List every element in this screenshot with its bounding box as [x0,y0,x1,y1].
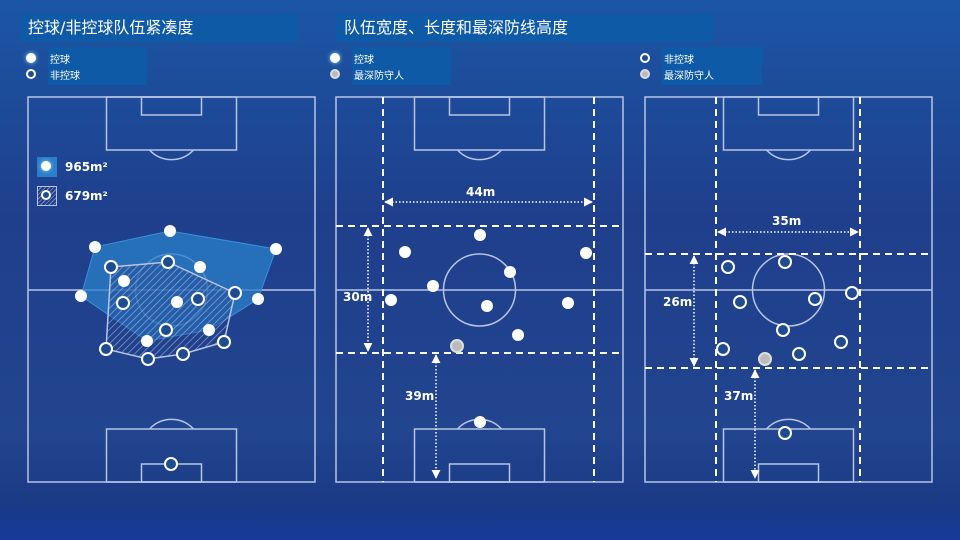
team-length-label: 26m [663,295,693,309]
legend-label: 最深防守人 [664,70,714,82]
non-possession-player-marker [159,323,173,337]
possession-player-marker [474,416,486,428]
panel1-title: 控球/非控球队伍紧凑度 [20,14,298,42]
non-possession-player-marker [116,296,130,310]
team-width-label: 44m [466,185,496,199]
non-possession-player-marker [217,335,231,349]
possession-dot-icon [41,161,51,171]
possession-dot-icon [26,53,36,63]
non-possession-dot-icon [41,190,51,200]
possession-player-marker [252,293,264,305]
legend-label: 非控球 [664,54,694,66]
possession-player-marker [270,243,282,255]
non-possession-player-marker [778,426,792,440]
non-possession-area: 679m² [65,189,108,203]
top-goal-box [448,96,511,116]
possession-player-marker [427,280,439,292]
top-goal-box [757,96,820,116]
non-possession-player-marker [164,457,178,471]
top-penalty-arc [765,149,812,161]
team-width-label: 35m [772,214,802,228]
possession-player-marker [562,297,574,309]
panel1-legend: 控球 非控球 [26,47,147,85]
non-possession-player-marker [228,286,242,300]
non-possession-player-marker [176,347,190,361]
area-legend-non-possession [37,186,57,206]
possession-player-marker [141,335,153,347]
possession-player-marker [474,229,486,241]
possession-player-marker [171,296,183,308]
top-goal-box [140,96,203,116]
possession-player-marker [512,329,524,341]
bottom-penalty-box [105,428,238,483]
deepest-defender-dot-icon [640,69,650,79]
possession-player-marker [89,241,101,253]
possession-player-marker [385,294,397,306]
deepest-defender-dot-icon [330,69,340,79]
non-possession-player-marker [792,347,806,361]
panel2-title: 队伍宽度、长度和最深防线高度 [336,14,713,42]
non-possession-player-marker [161,255,175,269]
deepest-defender-marker [450,339,464,353]
non-possession-player-marker [776,323,790,337]
bottom-penalty-box [413,428,546,483]
legend-label: 控球 [50,54,70,66]
possession-player-marker [203,324,215,336]
non-possession-player-marker [834,335,848,349]
non-possession-dot-icon [640,53,650,63]
defensive-line-height-label: 39m [405,389,435,403]
area-legend-possession [37,157,57,177]
top-penalty-box [722,96,855,151]
panel2-legend: 控球 最深防守人 [330,47,451,85]
possession-dot-icon [330,53,340,63]
non-possession-player-marker [845,286,859,300]
non-possession-dot-icon [26,69,36,79]
legend-label: 非控球 [50,70,80,82]
legend-label: 控球 [354,54,374,66]
non-possession-player-marker [191,292,205,306]
non-possession-player-marker [721,260,735,274]
bottom-penalty-arc [148,418,195,430]
non-possession-area-polygon [105,261,236,360]
possession-player-marker [164,225,176,237]
non-possession-player-marker [99,342,113,356]
bottom-goal-box [757,463,820,483]
possession-player-marker [481,300,493,312]
top-penalty-arc [456,149,503,161]
panel3-legend: 非控球 最深防守人 [640,47,762,85]
possession-player-marker [580,247,592,259]
legend-label: 最深防守人 [354,70,404,82]
center-circle [442,253,517,327]
top-penalty-box [413,96,546,151]
non-possession-player-marker [808,292,822,306]
non-possession-player-marker [141,352,155,366]
defensive-line-height-label: 37m [724,389,754,403]
bottom-penalty-arc [765,418,812,430]
possession-player-marker [504,266,516,278]
team-length-label: 30m [343,290,373,304]
possession-area: 965m² [65,160,108,174]
possession-player-marker [194,261,206,273]
bottom-goal-box [448,463,511,483]
non-possession-player-marker [778,255,792,269]
non-possession-player-marker [733,295,747,309]
deepest-defender-marker [758,352,772,366]
possession-player-marker [399,246,411,258]
top-penalty-arc [148,149,195,161]
top-penalty-box [105,96,238,151]
possession-player-marker [118,275,130,287]
non-possession-player-marker [104,260,118,274]
possession-player-marker [75,290,87,302]
non-possession-player-marker [716,342,730,356]
